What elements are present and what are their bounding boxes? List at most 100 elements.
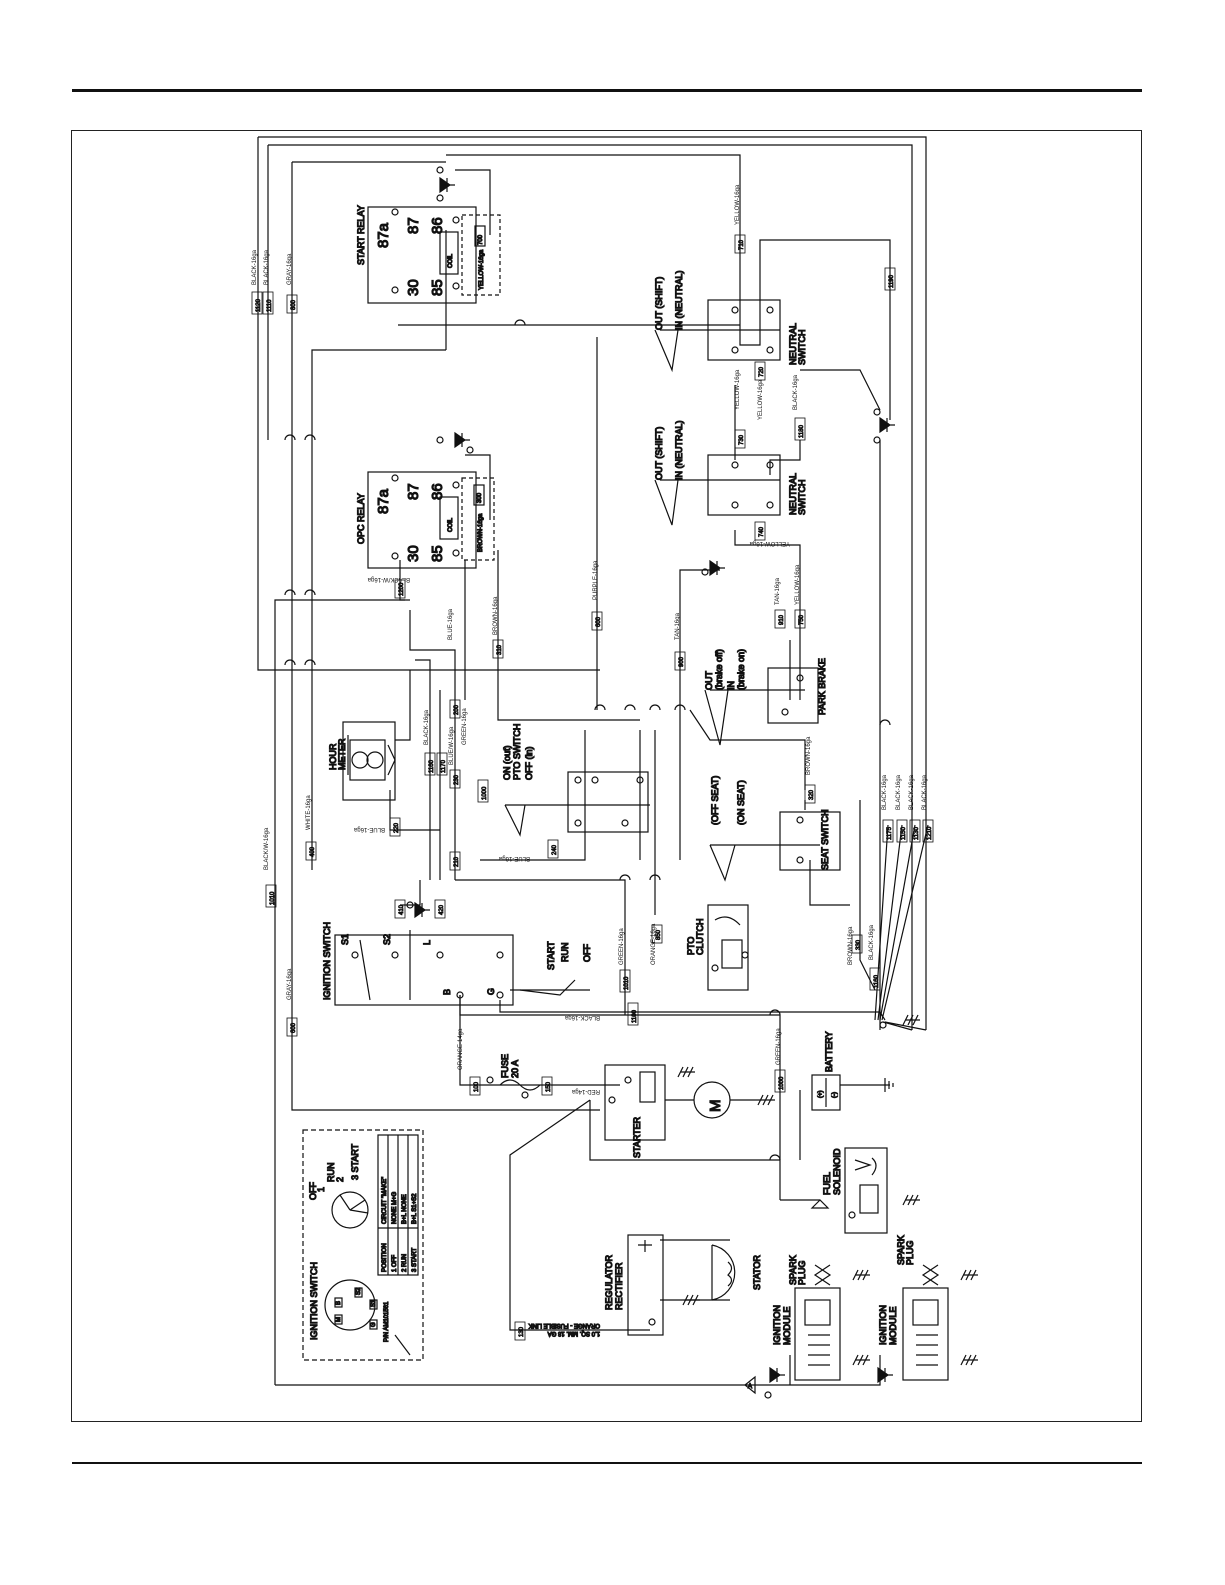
splice-a-label: A xyxy=(748,1384,752,1390)
color-gray-2: GRAY-16ga xyxy=(287,968,293,1000)
ignition-module-1-title1: IGNITION xyxy=(772,1305,782,1345)
tag-710: 710 xyxy=(739,239,745,250)
tag-240: 240 xyxy=(552,844,558,855)
fuse: FUSE 20 A xyxy=(486,1053,541,1099)
tag-1100: 1100 xyxy=(632,1009,638,1023)
color-yellow-2: YELLOW-16ga xyxy=(735,369,741,410)
inset-pn: P/N AM101561 xyxy=(384,1301,390,1342)
tag-850: 850 xyxy=(656,929,662,940)
tag-1150: 1150 xyxy=(901,826,907,840)
ignition-switch-s1: S1 xyxy=(340,934,350,945)
tag-900: 900 xyxy=(679,656,685,667)
color-blue-2: BLUE-16ga xyxy=(353,826,385,832)
start-relay: START RELAY 87a 87 30 85 86 COIL 700 YEL… xyxy=(355,166,501,304)
tag-1170: 1170 xyxy=(441,759,447,773)
inset-off: OFF xyxy=(308,1182,318,1200)
battery-plus: (+) xyxy=(818,1090,824,1098)
spark-plug-2-title2: PLUG xyxy=(905,1240,915,1265)
tag-1200: 1200 xyxy=(399,582,405,596)
hour-meter-title1: HOUR xyxy=(328,743,338,770)
tag-210: 210 xyxy=(454,856,460,867)
top-rule xyxy=(72,89,1142,92)
color-black-9: BLACK-16ga xyxy=(869,924,875,960)
stator-title: STATOR xyxy=(752,1254,762,1290)
color-black-6: BLACK-16ga xyxy=(896,774,902,810)
pto-switch-title: PTO SWITCH xyxy=(512,724,522,780)
neutral-switch-2-title1: NEUTRAL xyxy=(788,473,798,515)
color-black-8: BLACK-16ga xyxy=(922,774,928,810)
ignition-switch-l: L xyxy=(422,940,432,945)
inset-term-g: G xyxy=(371,1322,377,1327)
color-black-3: BLACK-16ga xyxy=(793,374,799,410)
opc-relay: OPC RELAY 87a 87 30 85 86 COIL 300 BROWN… xyxy=(355,431,495,569)
neutral-switch-2-out: OUT (SHIFT) xyxy=(654,427,664,480)
neutral-switch-2: OUT (SHIFT) IN (NEUTRAL) NEUTRAL SWITCH xyxy=(653,420,808,526)
pto-clutch-title1: PTO xyxy=(686,937,696,955)
color-white: WHITE-16ga xyxy=(306,795,312,830)
seat-switch-title: SEAT SWITCH xyxy=(820,809,830,870)
start-relay-87: 87 xyxy=(405,217,422,234)
hour-meter-title2: METER xyxy=(337,738,347,770)
fusible-link-line1: ORANGE - FUSIBLE LINK xyxy=(529,1322,600,1328)
ignition-switch-start: START xyxy=(546,941,556,970)
neutral-switch-1-title1: NEUTRAL xyxy=(788,323,798,365)
inset-table-row2-circuit: B+L NONE xyxy=(402,1194,408,1224)
color-black-1: BLACK-16ga xyxy=(252,249,258,285)
neutral-switch-1-title2: SWITCH xyxy=(797,330,807,366)
tag-310: 310 xyxy=(497,644,503,655)
color-yellow-5: YELLOW-16ga xyxy=(795,564,801,605)
seat-switch-on: (ON SEAT) xyxy=(736,780,746,825)
wire-tags: 1120 1110 800 710 1190 720 730 1180 740 … xyxy=(251,234,934,1341)
spark-plug-1-title2: PLUG xyxy=(797,1260,807,1285)
tag-600-top: 600 xyxy=(596,616,602,627)
spark-plug-1-title1: SPARK xyxy=(788,1255,798,1285)
battery-minus: (-) xyxy=(832,1092,838,1098)
tag-1110: 1110 xyxy=(267,299,273,312)
neutral-switch-1-in: IN (NEUTRAL) xyxy=(674,270,684,330)
color-green-3: GREEN-16ga xyxy=(776,1028,782,1065)
wires xyxy=(257,136,929,1386)
start-relay-700-color: YELLOW-16ga xyxy=(479,249,485,290)
color-tan-1: TAN-16ga xyxy=(775,577,781,605)
tag-150: 150 xyxy=(546,1081,552,1092)
inset-p1: 1 xyxy=(316,1187,326,1192)
tag-1130: 1130 xyxy=(914,826,920,840)
inset-table-header-circuit: CIRCUIT "MAKE" xyxy=(382,1177,388,1224)
inset-title: IGNITION SWITCH xyxy=(309,1262,319,1340)
seat-switch-off: (OFF SEAT) xyxy=(710,776,720,825)
color-yellow-4: YELLOW-16ga xyxy=(749,540,790,546)
starter: M STARTER xyxy=(604,1064,760,1159)
tag-100: 100 xyxy=(474,1081,480,1092)
bottom-rule xyxy=(72,1462,1142,1464)
inset-term-m: M xyxy=(336,1317,342,1322)
inset-term-s2: S2 xyxy=(356,1287,362,1295)
tag-730: 730 xyxy=(739,434,745,445)
ignition-module-2: IGNITION MODULE SPARK PLUG xyxy=(877,1235,949,1381)
color-green-1: GREEN-16ga xyxy=(462,708,468,745)
color-blackw: BLACK/W-16ga xyxy=(367,576,410,582)
tag-740: 740 xyxy=(759,526,765,537)
neutral-switch-1: OUT (SHIFT) IN (NEUTRAL) NEUTRAL SWITCH xyxy=(653,270,808,373)
color-brown-1: BROWN-16ga xyxy=(493,596,499,635)
tag-130: 130 xyxy=(519,1326,525,1337)
tag-330: 330 xyxy=(856,939,862,950)
opc-relay-85: 85 xyxy=(429,545,446,562)
wire-color-labels: BLACK-16ga BLACK-16ga GRAY-16ga YELLOW-1… xyxy=(252,184,928,1094)
color-black-5: BLACK-16ga xyxy=(882,774,888,810)
pto-clutch: PTO CLUTCH xyxy=(685,904,749,991)
fusible-link-line2: 1.0 SQ. MM. 18 GA xyxy=(548,1330,600,1336)
start-relay-85: 85 xyxy=(429,279,446,296)
opc-relay-86: 86 xyxy=(429,483,446,500)
neutral-switch-1-out: OUT (SHIFT) xyxy=(654,277,664,330)
tag-1120: 1120 xyxy=(256,298,262,312)
ignition-switch-run: RUN xyxy=(560,943,570,963)
tag-1160: 1160 xyxy=(429,759,435,773)
pto-clutch-title2: CLUTCH xyxy=(695,918,705,955)
start-relay-87a: 87a xyxy=(375,222,392,248)
inset-table-header-position: POSITION xyxy=(382,1243,388,1272)
neutral-switch-2-in: IN (NEUTRAL) xyxy=(674,420,684,480)
spark-plug-2-title1: SPARK xyxy=(896,1235,906,1265)
color-brown-2: BROWN-16ga xyxy=(806,736,812,775)
color-purple: PURPLE-16ga xyxy=(593,560,599,600)
inset-table-row1-circuit: NONE M+G xyxy=(392,1191,398,1224)
